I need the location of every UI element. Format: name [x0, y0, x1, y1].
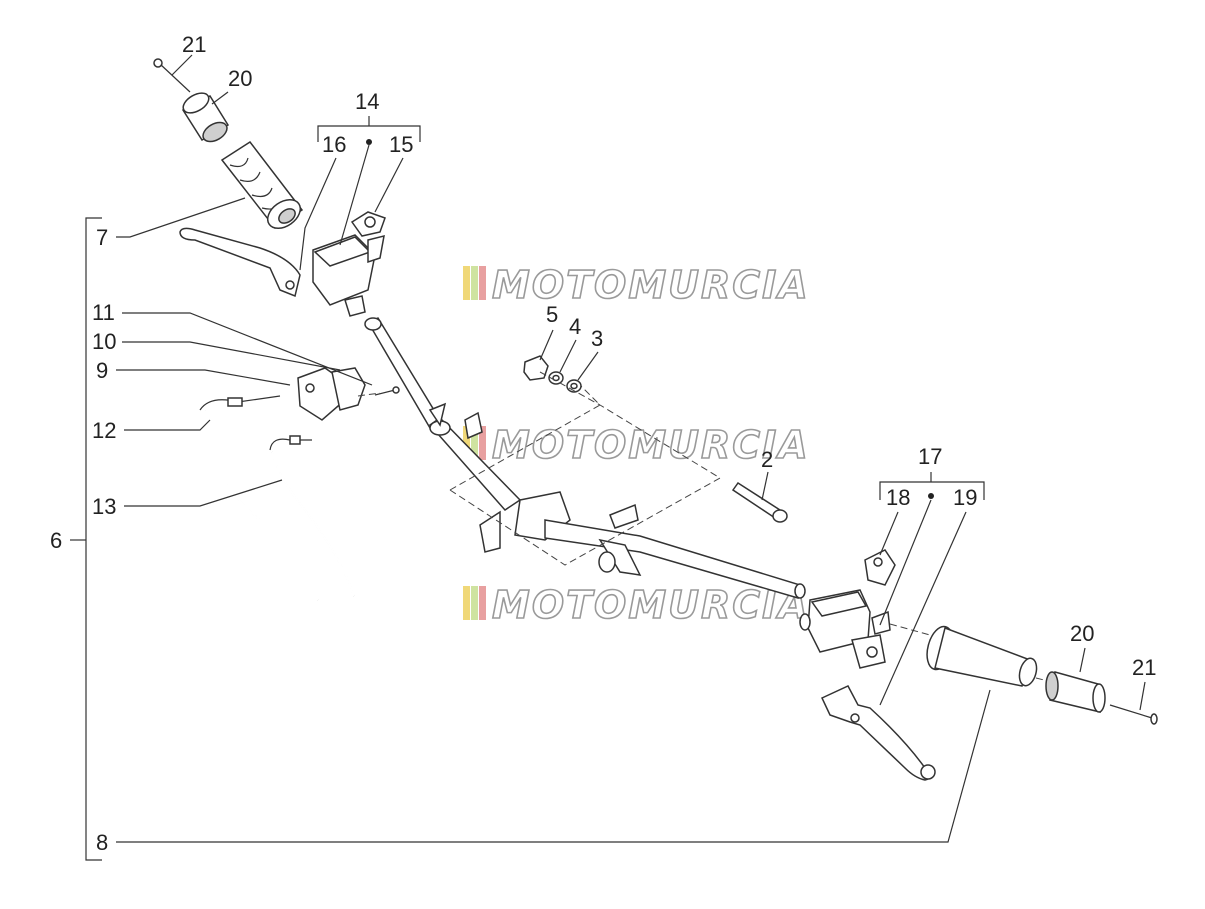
right-bar-end-20 [1045, 671, 1106, 713]
callout-14: 14 [355, 89, 379, 114]
callout-7: 7 [96, 225, 108, 250]
watermark-2: MOTOMURCIA [463, 422, 810, 468]
callout-11: 11 [92, 300, 115, 325]
watermark-text: MOTOMURCIA [492, 263, 810, 307]
callout-20-right: 20 [1070, 621, 1094, 646]
left-grip-7 [220, 140, 304, 230]
callout-6: 6 [50, 528, 62, 553]
left-lever-16 [179, 227, 301, 298]
throttle-cable-12 [199, 395, 319, 601]
left-bolt-21 [153, 58, 191, 93]
left-bar-end-20 [181, 92, 230, 143]
callout-12: 12 [92, 418, 116, 443]
throttle-cable-13 [269, 435, 355, 597]
washer-4 [548, 371, 564, 385]
callout-4: 4 [569, 314, 581, 339]
callout-13: 13 [92, 494, 116, 519]
callout-2: 2 [761, 447, 773, 472]
right-master-cylinder-17 [799, 589, 891, 669]
watermark-text: MOTOMURCIA [492, 423, 810, 467]
nut-5 [523, 355, 549, 381]
right-bolt-21 [1109, 704, 1158, 725]
callout-19: 19 [953, 485, 977, 510]
leader-lines [70, 54, 1146, 861]
callout-9: 9 [96, 358, 108, 383]
screw-dash [357, 392, 381, 397]
right-clamp-18 [864, 549, 896, 586]
callout-3: 3 [591, 326, 603, 351]
callout-15: 15 [389, 132, 413, 157]
watermark-text: MOTOMURCIA [492, 583, 810, 627]
callout-labels: 21 20 14 16 15 7 11 10 9 12 13 6 8 5 4 3… [50, 32, 1156, 855]
callout-21-right: 21 [1132, 655, 1156, 680]
callout-20-left: 20 [228, 66, 252, 91]
nut-dash [539, 371, 601, 406]
watermark-1: MOTOMURCIA [463, 262, 810, 308]
left-master-cylinder-14 [312, 234, 385, 317]
left-switch-9 [297, 367, 366, 421]
bolt-2 [731, 481, 788, 523]
callout-8: 8 [96, 830, 108, 855]
left-clamp-15 [350, 211, 386, 237]
callout-17: 17 [918, 444, 942, 469]
callout-18: 18 [886, 485, 910, 510]
callout-5: 5 [546, 302, 558, 327]
right-lever-19 [820, 685, 936, 781]
right-grip-8 [926, 625, 1038, 687]
callout-16: 16 [322, 132, 346, 157]
watermark-3: MOTOMURCIA [463, 582, 810, 628]
handlebar [364, 317, 806, 599]
callout-10: 10 [92, 329, 116, 354]
left-screw-11 [374, 386, 400, 396]
callout-21-left: 21 [182, 32, 206, 57]
right-dash [889, 623, 931, 636]
